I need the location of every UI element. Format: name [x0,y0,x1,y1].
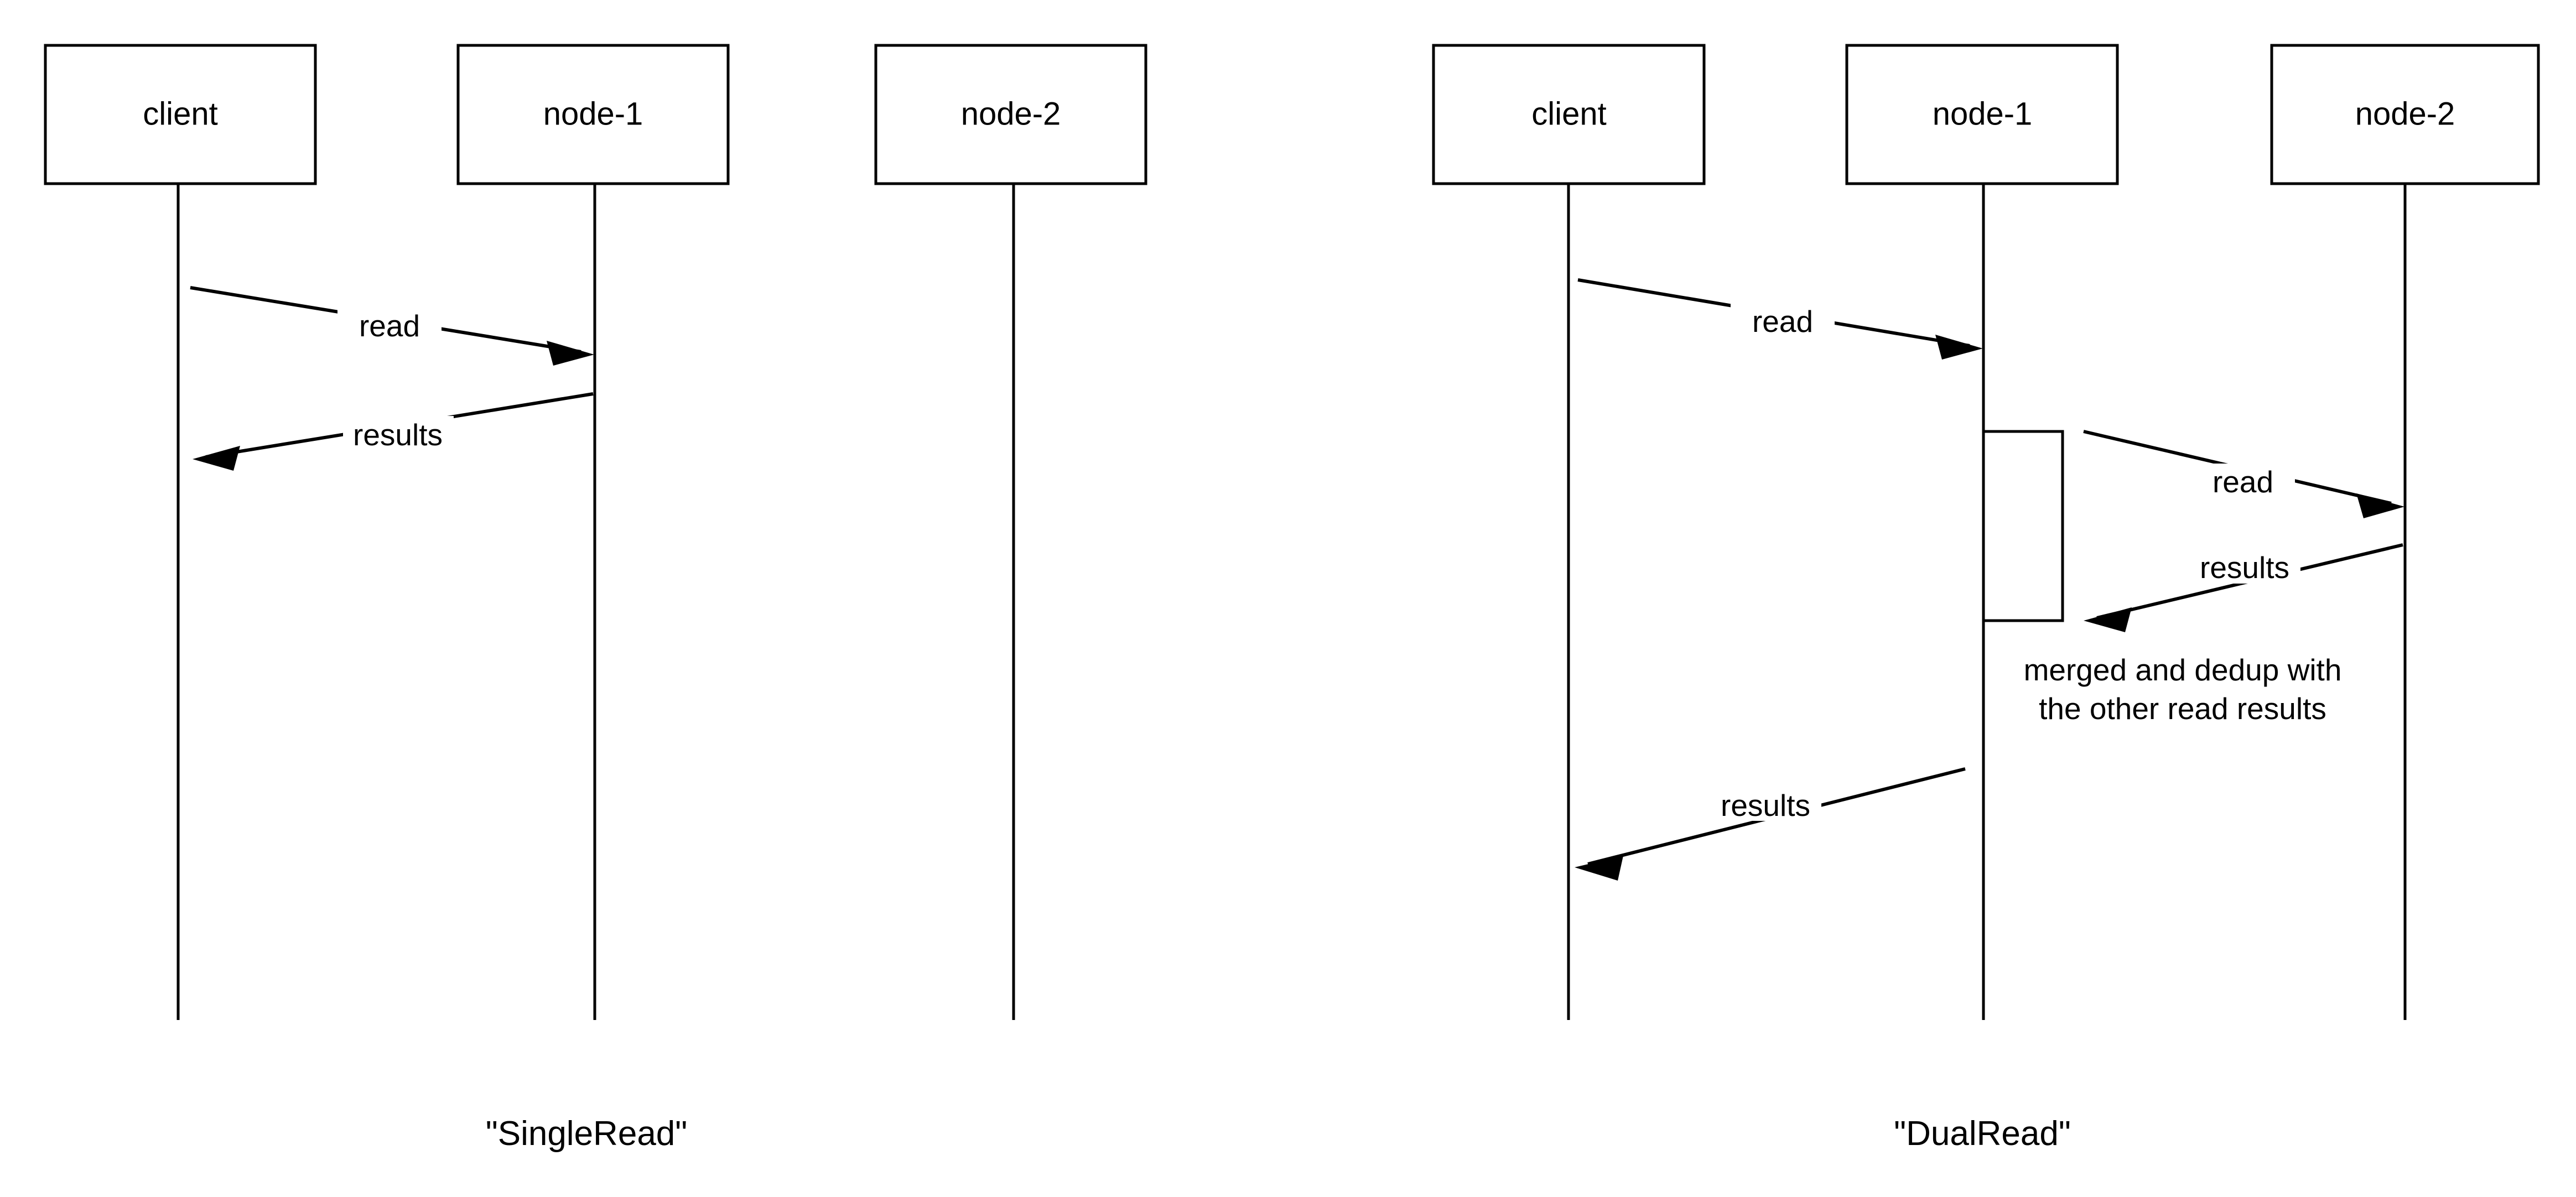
arrow-head-icon [2084,607,2132,632]
diagram-caption-dual-read: "DualRead" [1894,1115,2071,1153]
message-read-node1-to-node2[interactable]: read [2083,430,2404,518]
participant-label: node-2 [961,96,1061,132]
message-results-node2-to-node1[interactable]: results [2084,543,2403,632]
diagram-single-read: client node-1 node-2 read [44,44,1147,1153]
diagram-caption-single-read: "SingleRead" [486,1115,688,1153]
message-label: results [2200,550,2289,585]
participant-client[interactable]: client [1432,44,1706,1020]
participant-node-2[interactable]: node-2 [874,44,1147,1020]
arrow-head-icon [547,341,594,366]
participant-node-1[interactable]: node-1 [456,44,730,1020]
participant-node-1[interactable]: node-1 [1845,44,2119,1020]
arrow-head-icon-2 [2356,493,2404,518]
participant-box[interactable] [44,44,317,185]
note-line-1: merged and dedup with [2024,653,2342,687]
message-label: read [2213,465,2273,499]
message-results-node1-to-client[interactable]: results [193,392,594,471]
message-label-backdrop [1731,303,1835,337]
activation-bracket-path [1983,430,2064,622]
message-label-backdrop [343,416,454,450]
message-label-backdrop [337,308,442,342]
message-read-client-to-node1[interactable]: read [190,286,594,366]
participant-box[interactable] [456,44,730,185]
arrow-head-icon [193,446,240,471]
participant-label: node-2 [2355,96,2455,132]
activation-bracket-node-1 [1983,430,2064,622]
participant-box[interactable] [874,44,1147,185]
message-label: read [359,309,420,343]
participant-client[interactable]: client [44,44,317,1020]
message-label-backdrop [2191,464,2295,498]
message-label: read [1752,304,1813,339]
arrow-head-icon [1935,335,1983,360]
message-label-backdrop [2190,549,2300,584]
participant-node-2[interactable]: node-2 [2270,44,2540,1020]
participant-label: client [143,96,217,132]
participant-label: node-1 [1933,96,2033,132]
participant-box[interactable] [1432,44,1706,185]
message-results-node1-to-client[interactable]: results [1575,767,1966,881]
message-label: results [1721,788,1810,823]
message-label: results [353,418,443,452]
participant-label: node-1 [543,96,643,132]
note-merged-dedup: merged and dedup with the other read res… [2024,653,2342,726]
participant-label: client [1531,96,1606,132]
diagram-dual-read: client node-1 node-2 [1432,44,2540,1153]
message-label-backdrop [1711,787,1821,821]
message-read-client-to-node1[interactable]: read [1577,278,1983,360]
note-line-2: the other read results [2039,691,2326,726]
arrow-head-icon [1575,856,1623,881]
